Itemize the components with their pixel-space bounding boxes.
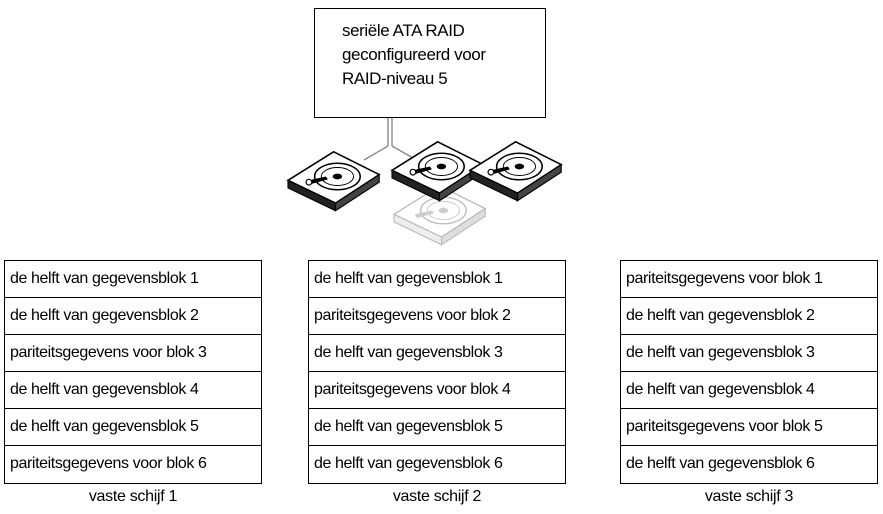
controller-line-3: RAID-niveau 5 <box>342 69 448 88</box>
drive-illustration <box>287 118 562 246</box>
disk-2-row-6: de helft van gegevensblok 6 <box>314 455 503 472</box>
disk-2-row-1: de helft van gegevensblok 1 <box>309 261 565 298</box>
raid-controller-box: seriële ATA RAID geconfigureerd voor RAI… <box>314 8 546 118</box>
disk-3-row-5: pariteitsgegevens voor blok 5 <box>621 409 877 446</box>
disk-1-label: vaste schijf 1 <box>88 488 178 505</box>
disk-3-label: vaste schijf 3 <box>704 488 794 505</box>
hard-drive-3-icon <box>469 141 562 202</box>
controller-line-1: seriële ATA RAID <box>342 21 465 40</box>
disk-2-label: vaste schijf 2 <box>392 488 482 505</box>
disk-1-row-2: de helft van gegevensblok 2 <box>5 298 261 335</box>
disk-1-row-3: pariteitsgegevens voor blok 3 <box>5 335 261 372</box>
connector-lines <box>363 118 421 163</box>
disk-3-row-3: de helft van gegevensblok 3 <box>621 335 877 372</box>
disk-1-table: de helft van gegevensblok 1 de helft van… <box>4 260 262 484</box>
disk-3-row-1: pariteitsgegevens voor blok 1 <box>621 261 877 298</box>
disk-3-table: pariteitsgegevens voor blok 1 de helft v… <box>620 260 878 484</box>
disk-2-row-3: de helft van gegevensblok 3 <box>309 335 565 372</box>
disk-1-row-1: de helft van gegevensblok 1 <box>5 261 261 298</box>
disk-2-row-5: de helft van gegevensblok 5 <box>309 409 565 446</box>
disk-1-row-5: de helft van gegevensblok 5 <box>5 409 261 446</box>
disk-2-row-2: pariteitsgegevens voor blok 2 <box>309 298 565 335</box>
controller-line-2: geconfigureerd voor <box>342 45 486 64</box>
disk-2-table: de helft van gegevensblok 1 pariteitsgeg… <box>308 260 566 484</box>
hard-drive-1-icon <box>287 151 380 212</box>
disk-2-row-4: pariteitsgegevens voor blok 4 <box>309 372 565 409</box>
disk-1-row-4: de helft van gegevensblok 4 <box>5 372 261 409</box>
disk-3-row-6: de helft van gegevensblok 6 <box>626 455 815 472</box>
disk-3-row-2: de helft van gegevensblok 2 <box>621 298 877 335</box>
disk-1-row-6: pariteitsgegevens voor blok 6 <box>10 455 207 472</box>
disk-3-row-4: de helft van gegevensblok 4 <box>621 372 877 409</box>
